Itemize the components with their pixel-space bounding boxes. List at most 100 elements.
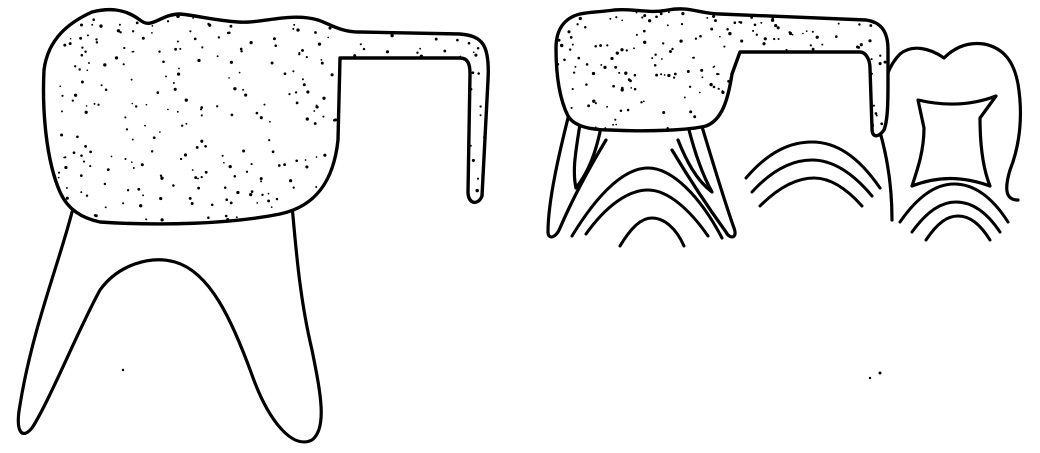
stipple-dot [131,103,133,105]
stipple-dot [293,186,295,188]
stipple-dot [363,48,365,50]
stipple-dot [268,139,270,141]
stipple-dot [313,110,315,112]
stipple-dot [76,135,79,138]
stipple-dot [614,119,616,121]
stipple-dot [615,124,617,126]
stipple-dot [66,187,68,189]
stipple-dot [261,194,263,196]
primary-molar-inner-root-right [678,126,712,192]
stipple-dot [59,85,61,87]
stipple-dot [284,72,287,75]
stipple-dot [105,89,108,92]
stipple-dot [726,28,729,31]
gap-bud-inner [760,178,862,206]
stipple-dot [693,115,696,118]
stipple-dot [606,106,608,108]
stipple-dot [838,23,840,25]
stipple-dot [178,16,180,18]
stipple-dot [557,63,560,66]
stipple-dot [173,82,175,84]
stipple-dot [230,201,233,204]
stipple-dot [695,38,697,40]
successor-bud-mid [586,190,708,236]
stipple-dot [92,18,95,21]
stipple-dot [785,49,787,51]
stipple-dot [145,218,147,220]
stipple-dot [189,197,192,200]
stipple-dot [151,150,153,152]
stipple-dot [713,86,716,89]
stipple-dot [314,31,317,34]
stipple-dot [662,42,664,44]
stipple-dot [127,189,129,191]
stipple-dot [185,123,187,125]
stipple-dot [871,58,873,60]
stipple-dot [230,61,233,64]
stipple-dot [131,161,133,163]
stipple-dot [669,50,672,53]
stipple-dot [316,156,318,158]
stipple-dot [239,72,241,74]
stipple-dot [124,158,126,160]
stipple-dot [714,19,717,22]
stipple-dot [58,172,60,174]
stipple-dot [296,28,299,31]
stipple-dot [88,62,90,64]
stipple-dot [594,45,597,48]
stipple-dot [133,167,135,169]
stipple-dot [80,154,83,157]
stipple-dot [318,42,321,45]
stipple-dot [217,55,219,57]
stipple-dot [216,105,218,107]
stipple-dot [201,46,203,48]
stipple-dot [207,216,210,219]
stipple-dot [386,50,389,53]
stipple-dot [74,94,77,97]
stipple-dot [723,46,725,48]
stipple-dot [470,145,472,147]
stipple-dot [880,122,883,125]
stipple-dot [80,174,83,177]
stipple-dot [643,100,645,102]
stipple-dot [640,101,642,103]
stipple-dot [322,116,324,118]
stipple-dot [773,38,775,40]
stipple-dot [668,11,670,13]
stipple-dot [673,76,675,78]
stipple-dot [167,20,169,22]
stipple-dot [83,161,85,163]
stipple-dot [597,128,600,131]
stipple-dot [73,151,76,154]
stipple-dot [571,107,573,109]
stipple-dot [584,26,587,29]
stipple-dot [771,19,774,22]
stipple-dot [871,73,873,75]
stipple-dot [91,24,93,26]
stipple-dot [256,202,258,204]
stipple-dot [78,68,80,70]
stipple-dot [96,41,98,43]
stipple-dot [184,153,187,156]
stipple-dot [95,38,97,40]
stipple-dot [323,154,326,157]
right-panel [548,9,1020,246]
stipple-dot [633,47,635,49]
stipple-dot [250,41,253,44]
stipple-dot [132,139,134,141]
stipple-dot [701,76,703,78]
stipple-dot [296,102,299,105]
stipple-dot [681,12,684,15]
stipple-dot [812,48,815,51]
stipple-dot [194,176,197,179]
stipple-dot [600,64,602,66]
stipple-dot [648,19,651,22]
stipple-dot [74,65,76,67]
stipple-dot [118,30,121,33]
stipple-dot [472,159,475,162]
stipple-dot [84,50,86,52]
successor-bud-inner [620,218,684,246]
stipple-dot [207,23,210,26]
stipple-dot [477,47,480,50]
